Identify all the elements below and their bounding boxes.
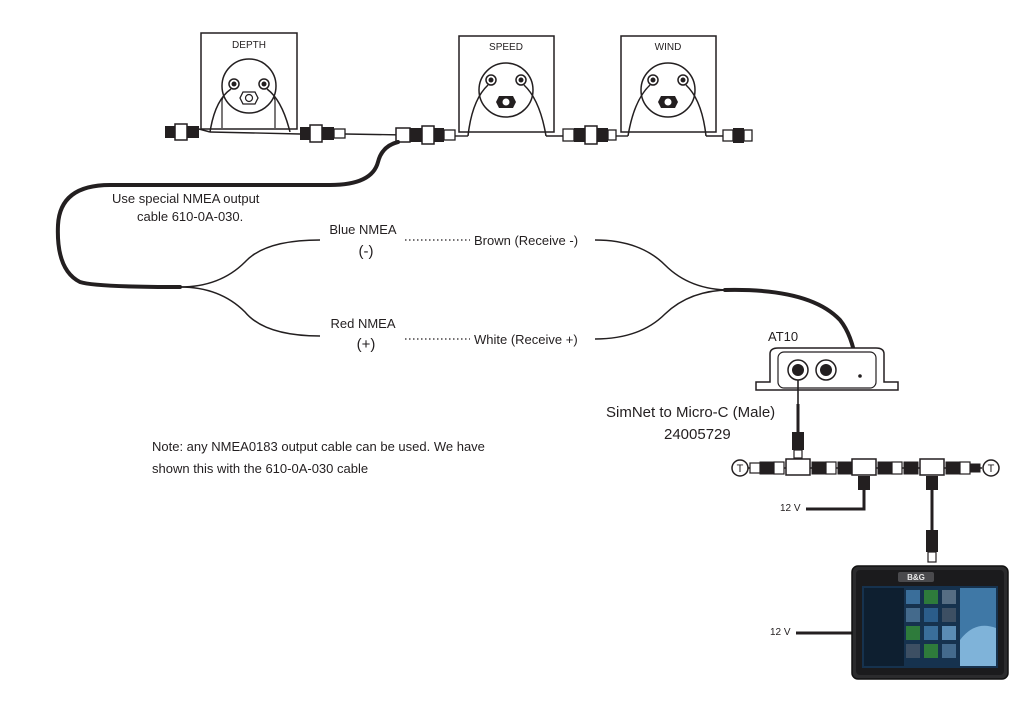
speed-label: SPEED [489, 42, 523, 53]
connector-depth-right [300, 124, 346, 143]
wind-label: WIND [655, 42, 682, 53]
at10-converter [755, 347, 899, 404]
display-brand: B&G [907, 573, 925, 582]
red-nmea-label: Red NMEA [330, 316, 396, 331]
depth-label: DEPTH [232, 40, 266, 51]
blue-nmea-polarity: (-) [358, 243, 374, 260]
terminator-right: T [988, 463, 995, 475]
terminator-left: T [737, 463, 744, 475]
brown-receive-label: Brown (Receive -) [474, 233, 579, 248]
note-line1: Note: any NMEA0183 output cable can be u… [152, 439, 485, 454]
connector-speed-wind [562, 125, 617, 145]
display-power-label: 12 V [770, 627, 791, 638]
speed-instrument [458, 35, 555, 137]
white-receive-wire [594, 289, 731, 340]
blue-nmea-wire [179, 239, 321, 288]
at10-input-cable [723, 287, 858, 364]
blue-nmea-label: Blue NMEA [329, 222, 397, 237]
n2k-backbone [731, 458, 1000, 563]
wind-instrument [620, 35, 717, 137]
brown-receive-wire [594, 239, 731, 291]
adapter-label: SimNet to Micro-C (Male) [606, 404, 776, 421]
instrument-bus [209, 131, 725, 137]
connector-depth-left [165, 123, 211, 141]
backbone-power-label: 12 V [780, 503, 801, 514]
cable-note-line1: Use special NMEA output [112, 191, 260, 206]
red-nmea-wire [179, 286, 321, 337]
backbone-power-wire [806, 490, 866, 511]
cable-note-line2: cable 610-0A-030. [137, 209, 244, 224]
nmea-tee-connector [395, 125, 456, 145]
red-nmea-polarity: (+) [356, 336, 376, 353]
chartplotter-display [851, 565, 1009, 680]
adapter-part-number: 24005729 [664, 426, 731, 443]
note-line2: shown this with the 610-0A-030 cable [152, 461, 369, 476]
simnet-micro-c-cable [792, 404, 804, 459]
depth-instrument [200, 32, 298, 133]
white-receive-label: White (Receive +) [474, 332, 578, 347]
at10-label: AT10 [768, 329, 799, 344]
nmea-output-cable [55, 140, 400, 289]
connector-wind-right [722, 128, 753, 143]
